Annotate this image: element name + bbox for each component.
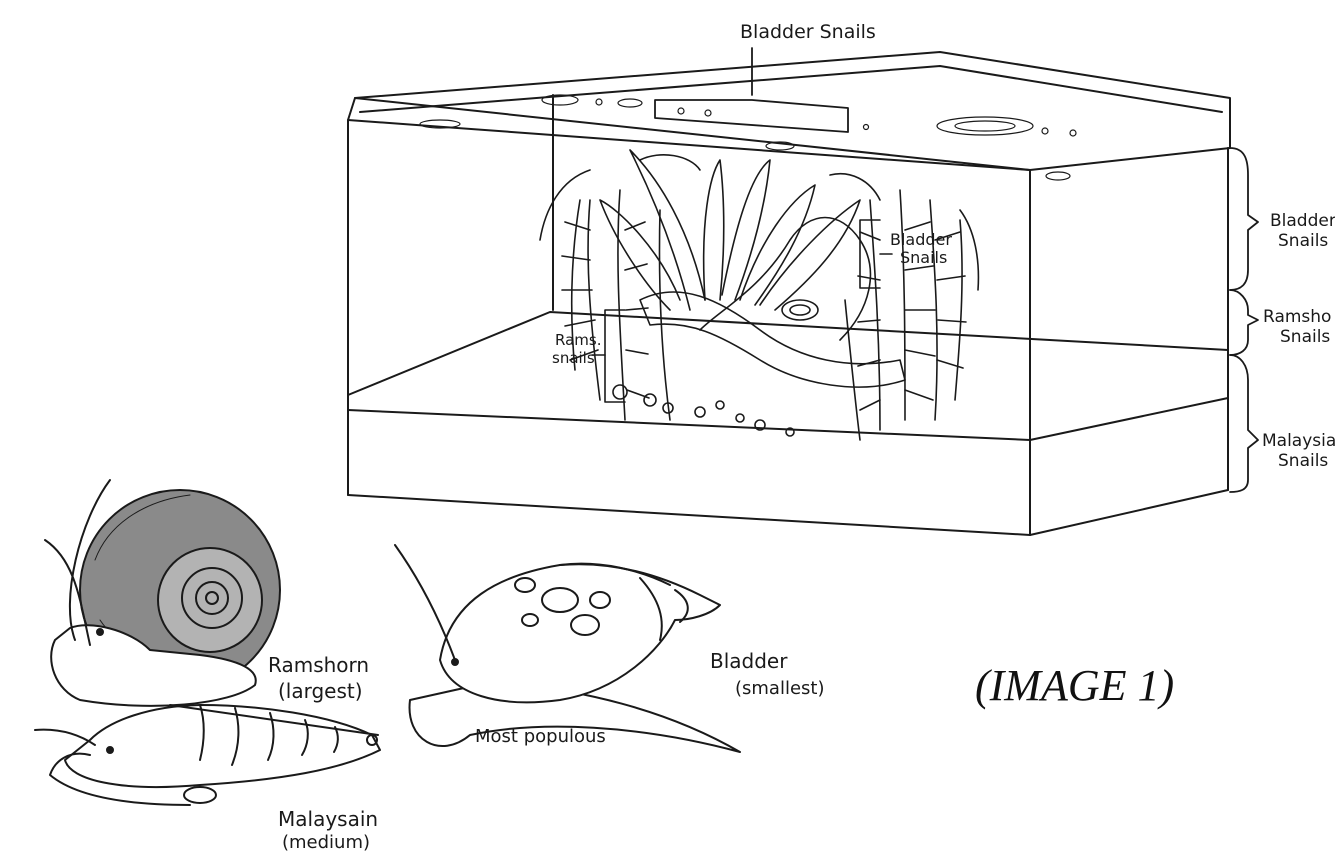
bladder-sublabel: (smallest) (735, 678, 825, 699)
inner-bladder-label-line2: Snails (900, 248, 947, 267)
image-caption: (IMAGE 1) (975, 661, 1174, 710)
side-label-malaysian: Malaysia (1262, 431, 1335, 451)
aquarium-tank (348, 52, 1230, 535)
malaysian-snail-illustration (35, 705, 380, 805)
side-label-ramshorn: Ramsho (1263, 307, 1331, 327)
inner-rams-label-line2: snails (552, 349, 595, 367)
malaysian-sublabel: (medium) (282, 832, 370, 853)
ramshorn-label: Ramshorn (268, 653, 369, 677)
side-label-ramshorn-line2: Snails (1280, 327, 1330, 347)
side-label-bladder: Bladder (1270, 211, 1335, 231)
ramshorn-sublabel: (largest) (278, 679, 363, 703)
side-label-bladder-line2: Snails (1278, 231, 1328, 251)
bladder-label: Bladder (710, 649, 788, 673)
inner-bladder-label: Bladder (890, 230, 952, 249)
side-brackets (1230, 148, 1258, 492)
bladder-note: Most populous (475, 726, 606, 747)
bladder-snail-illustration (395, 545, 740, 752)
surface-snail-clusters (420, 95, 1076, 180)
malaysian-label: Malaysain (278, 807, 378, 831)
ramshorn-snail-illustration (45, 480, 280, 706)
top-bladder-label: Bladder Snails (740, 21, 876, 43)
inner-rams-label: Rams. (555, 331, 601, 349)
side-label-malaysian-line2: Snails (1278, 451, 1328, 471)
